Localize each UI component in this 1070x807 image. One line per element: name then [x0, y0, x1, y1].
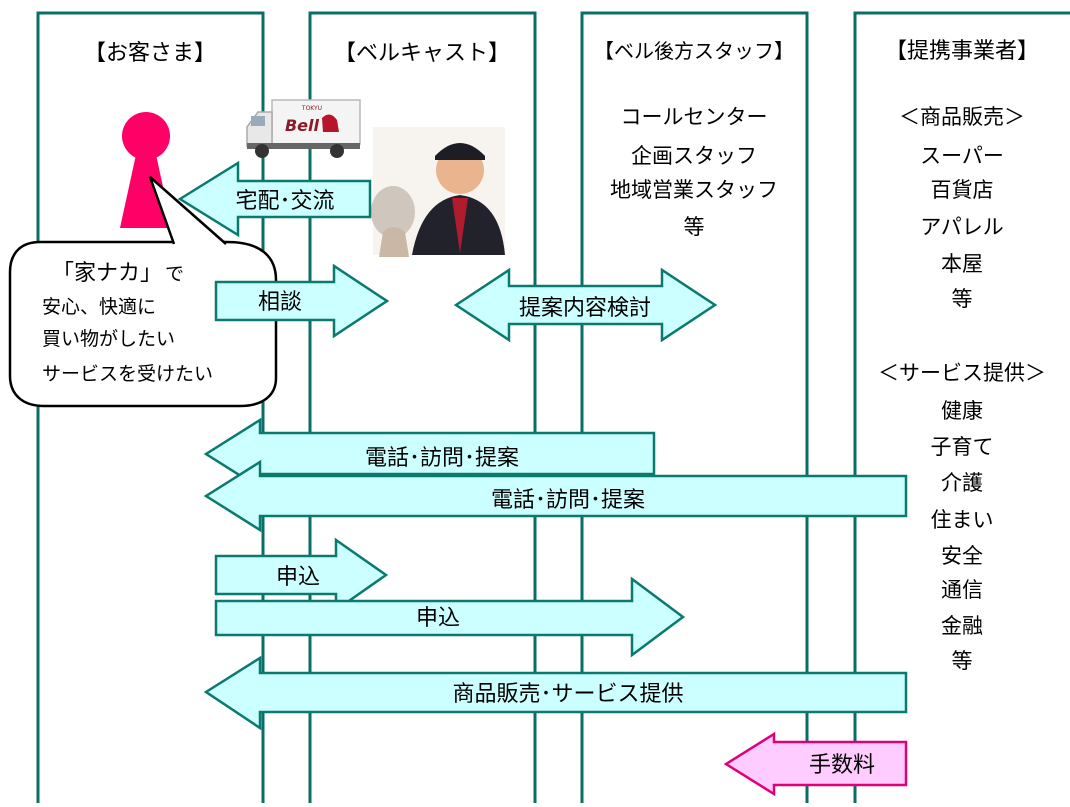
- goods-item: アパレル: [920, 215, 1004, 239]
- partners-list: ＜商品販売＞ スーパー 百貨店 アパレル 本屋 等 ＜サービス提供＞ 健康 子育…: [878, 105, 1046, 673]
- arrow-label-call-visit-1: 電話･訪問･提案: [365, 446, 519, 471]
- lane-bellcast-border: [308, 11, 537, 803]
- goods-item: 本屋: [941, 252, 983, 276]
- lane-partners-border: [853, 11, 1070, 803]
- arrow-sales-service: [203, 655, 908, 731]
- arrow-label-apply-1: 申込: [276, 565, 320, 590]
- staff-item: 企画スタッフ: [631, 144, 757, 168]
- arrow-consult: [214, 263, 390, 339]
- arrow-label-proposal-review: 提案内容検討: [519, 296, 651, 321]
- services-item: 住まい: [931, 508, 994, 532]
- bubble-line3: 買い物がしたい: [42, 328, 175, 350]
- arrow-label-call-visit-2: 電話･訪問･提案: [491, 488, 645, 513]
- arrow-label-delivery: 宅配･交流: [235, 189, 334, 214]
- services-item: 健康: [941, 399, 983, 423]
- services-item: 介護: [941, 471, 983, 495]
- bubble-line2: 安心、快適に: [42, 296, 156, 318]
- bubble-line1-main: 「家ナカ」: [52, 261, 162, 286]
- arrow-label-apply-2: 申込: [416, 606, 460, 631]
- services-heading: ＜サービス提供＞: [878, 361, 1046, 385]
- services-item: 金融: [941, 614, 983, 638]
- arrow-label-consult: 相談: [258, 290, 302, 315]
- flow-arrows: 宅配･交流 相談 提案内容検討 電話･訪問･提案 電話･訪問･提案 申込 申込 …: [177, 160, 908, 797]
- lane-title-partners: 【提携事業者】: [885, 39, 1039, 64]
- arrow-fee: [723, 731, 908, 797]
- lane-staff-border: [580, 11, 809, 803]
- arrow-proposal-review: [453, 267, 718, 343]
- lane-customer-border: [36, 11, 265, 803]
- bubble-line4: サービスを受けたい: [42, 363, 213, 385]
- staff-photo-icon: [371, 127, 505, 257]
- truck-logo-top: TOKYU: [301, 105, 322, 112]
- bubble-line1-suffix: で: [165, 263, 184, 285]
- services-item: 子育て: [931, 435, 994, 459]
- services-item: 安全: [941, 544, 983, 568]
- goods-item: 等: [952, 287, 973, 311]
- person-icon: [120, 112, 172, 228]
- lane-title-bellcast: 【ベルキャスト】: [334, 41, 510, 66]
- staff-item: 地域営業スタッフ: [610, 178, 778, 202]
- arrow-apply-2: [214, 576, 686, 658]
- delivery-truck-icon: TOKYU Bell: [246, 99, 361, 158]
- arrow-call-visit-2: [203, 459, 908, 533]
- services-item: 通信: [941, 578, 983, 602]
- arrow-label-sales-service: 商品販売･サービス提供: [452, 682, 683, 707]
- staff-list: コールセンター 企画スタッフ 地域営業スタッフ 等: [610, 105, 778, 239]
- lane-title-staff: 【ベル後方スタッフ】: [594, 39, 794, 63]
- arrow-label-fee: 手数料: [809, 753, 875, 778]
- staff-item: 等: [684, 215, 705, 239]
- consult-bubble: 「家ナカ」 で 安心、快適に 買い物がしたい サービスを受けたい: [8, 176, 278, 408]
- goods-item: スーパー: [920, 144, 1004, 168]
- arrow-delivery: [177, 160, 372, 238]
- goods-item: 百貨店: [931, 178, 994, 202]
- goods-heading: ＜商品販売＞: [899, 105, 1025, 129]
- truck-logo: Bell: [285, 116, 320, 135]
- lane-title-customer: 【お客さま】: [84, 41, 216, 66]
- arrow-apply-1: [214, 537, 389, 613]
- services-item: 等: [952, 649, 973, 673]
- staff-item: コールセンター: [621, 105, 768, 129]
- lane-lines: [36, 11, 1070, 803]
